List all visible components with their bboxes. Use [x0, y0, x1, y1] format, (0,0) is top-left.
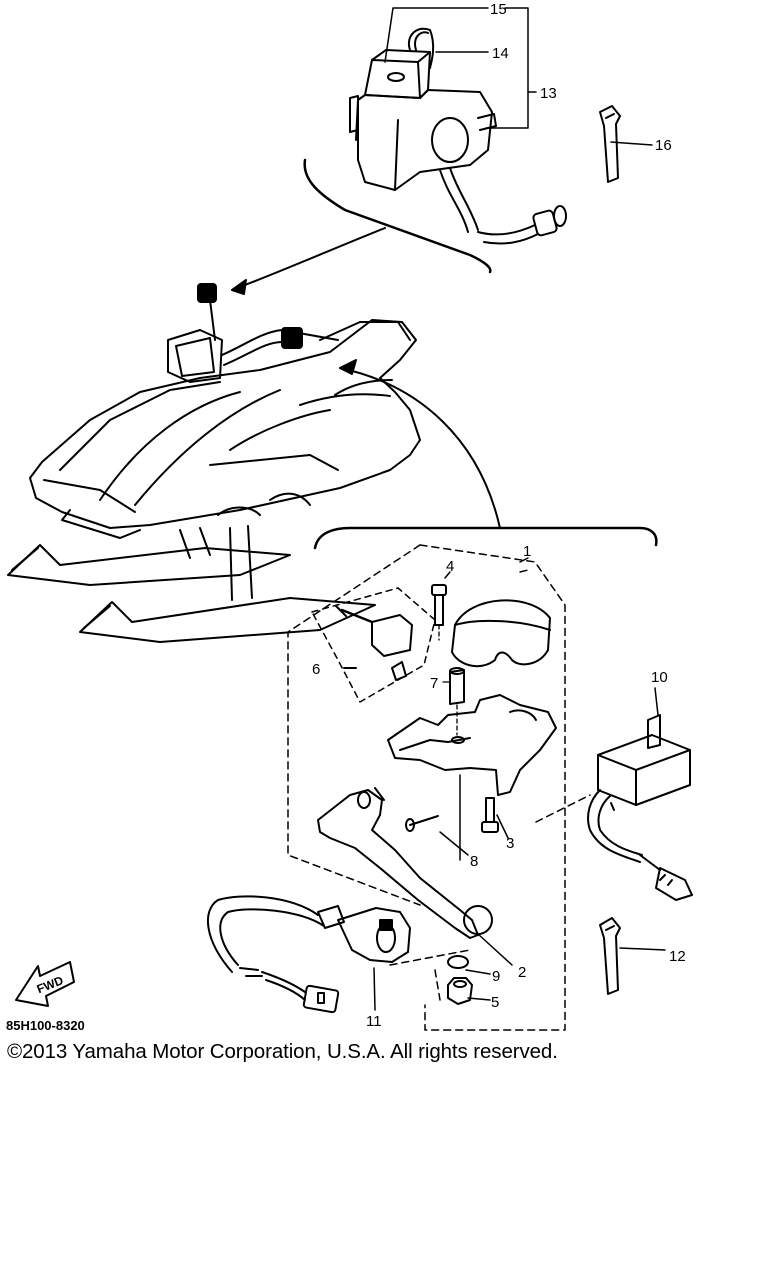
detail-arrow-bottom	[339, 359, 501, 529]
callout-14: 14	[492, 45, 509, 62]
callout-8: 8	[470, 853, 478, 870]
callout-15: 15	[490, 1, 507, 18]
lever-holder	[387, 694, 557, 796]
callout-16: 16	[655, 137, 672, 154]
fwd-arrow-icon: FWD	[15, 961, 75, 1007]
callout-9: 9	[492, 968, 500, 985]
cable-tie-16	[599, 105, 621, 183]
callout-13: 13	[540, 85, 557, 102]
switch-part-6	[335, 605, 413, 681]
screw-4	[431, 584, 447, 641]
detail-arrow-top	[231, 227, 386, 295]
callout-10: 10	[651, 669, 668, 686]
callout-5: 5	[491, 994, 499, 1011]
detail-bracket-bottom	[313, 526, 658, 550]
callout-leaders-top	[384, 7, 653, 146]
callout-3: 3	[506, 835, 514, 852]
callout-11: 11	[366, 1013, 382, 1030]
brake-lever	[317, 787, 493, 939]
snowmobile-overview	[7, 283, 421, 643]
bolt-3	[481, 797, 499, 833]
callout-12: 12	[669, 948, 686, 965]
part-code: 85H100-8320	[6, 1018, 85, 1033]
callout-6: 6	[312, 661, 320, 678]
collar-7	[442, 667, 465, 736]
nut-5	[447, 977, 473, 1005]
lever-cover	[451, 599, 551, 668]
switch-box-assembly	[349, 27, 567, 245]
brake-switch	[206, 895, 411, 1014]
cable-tie-12	[599, 917, 621, 995]
callout-4: 4	[446, 558, 454, 575]
washer-9	[447, 955, 469, 969]
callout-1: 1	[523, 543, 531, 560]
callout-2: 2	[518, 964, 526, 981]
group-outline-6	[311, 587, 436, 703]
screw-8	[405, 815, 439, 832]
detail-bracket-top	[303, 158, 492, 274]
copyright-notice: ©2013 Yamaha Motor Corporation, U.S.A. A…	[7, 1040, 558, 1063]
parts-diagram: FWD 85H100-8320 15 14 13 16 1 4 6 7 10 3…	[6, 1, 693, 1033]
callout-7: 7	[430, 675, 438, 692]
group-outline-1	[287, 544, 566, 1031]
relay-unit	[587, 714, 693, 901]
callout-leaders-bottom	[373, 557, 666, 1011]
